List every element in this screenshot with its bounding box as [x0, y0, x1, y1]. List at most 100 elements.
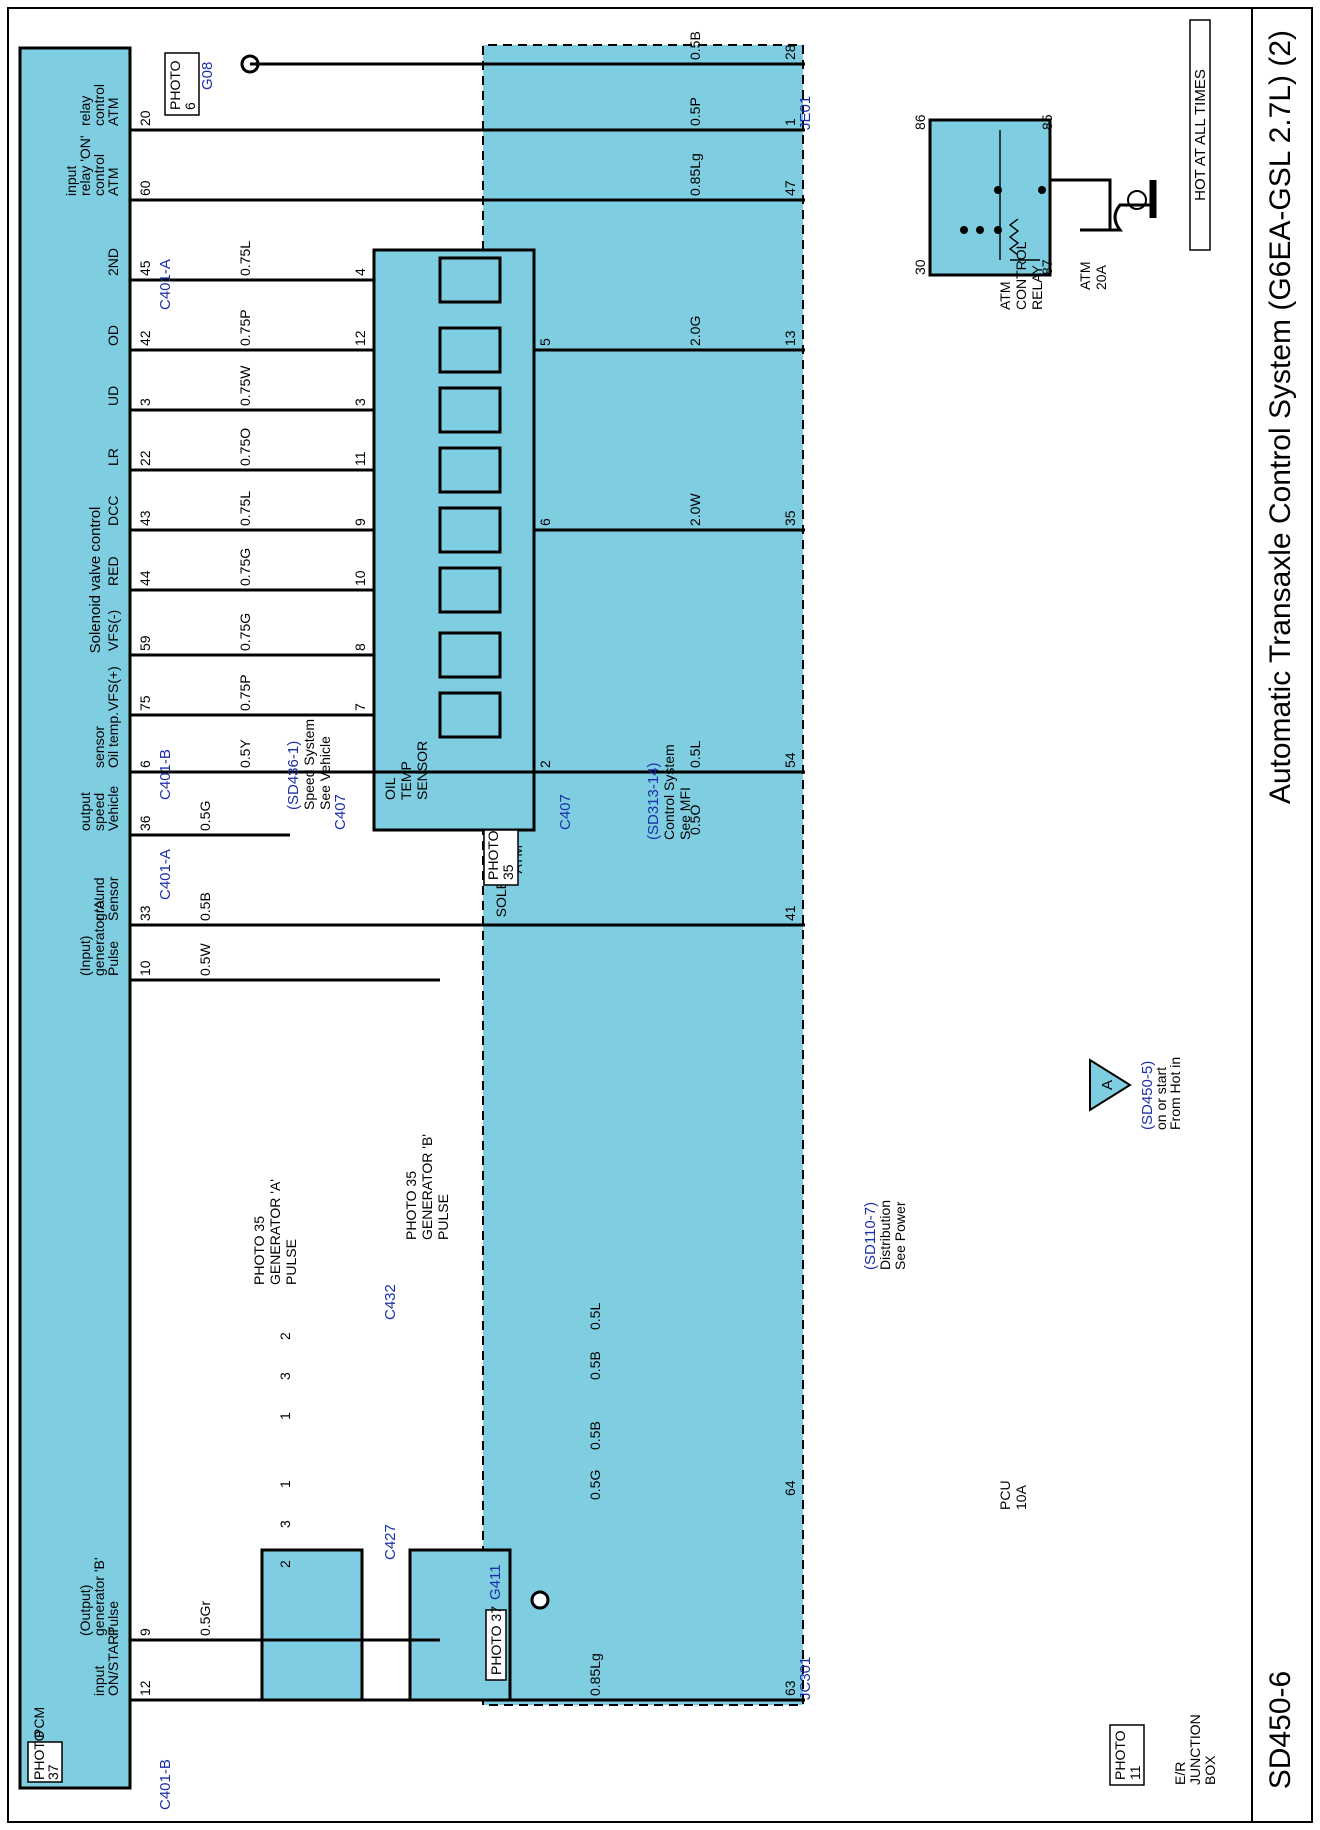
wire-label: 0.75G: [237, 613, 253, 651]
pcm-func-pga: Pulse: [105, 941, 121, 976]
wire-label: 0.75L: [237, 491, 253, 526]
wire-label: 0.5B: [587, 1351, 603, 1380]
pcm-conn-b2: C401-B: [157, 1759, 174, 1810]
power-ref-code: (SD110-7): [862, 1202, 879, 1270]
solenoid-coil: [438, 506, 502, 554]
wire-label: 0.5L: [687, 741, 703, 768]
pcu-fuse-1: PCU: [997, 1480, 1013, 1510]
wire-label: 0.75G: [237, 548, 253, 586]
solenoid-conn-c407-top: C407: [557, 794, 574, 830]
pcm-pin: 9: [137, 1628, 153, 1636]
pcm-func-label: RED: [105, 556, 121, 586]
pcm-func-label: DCC: [105, 496, 121, 526]
wire-label: 2.0W: [687, 493, 703, 526]
jb-pin: 1: [782, 118, 798, 126]
pcm-func-atm-relay: relay: [77, 96, 93, 126]
solenoid-common-pin: 2: [537, 760, 553, 768]
solenoid-pin: 8: [352, 643, 368, 651]
page-title: Automatic Transaxle Control System (G6EA…: [1264, 30, 1297, 804]
wire-label: 0.5Y: [237, 739, 253, 768]
hot-in-marker: [1089, 1058, 1132, 1112]
pcm-pin: 44: [137, 570, 153, 586]
solenoid-group-label: Solenoid valve control: [87, 507, 104, 654]
oil-temp-sensor-1: OIL: [382, 777, 398, 800]
pulse-b-pin: 1: [277, 1412, 293, 1420]
oil-temp-sensor-2: TEMP: [398, 761, 414, 800]
pcm-func-onstart: ON/START: [105, 1626, 121, 1696]
solenoid-common-pin: 6: [537, 518, 553, 526]
hot-label-box: [1189, 19, 1211, 251]
solenoid-coil: [438, 326, 502, 374]
pulse-b-label-2: GENERATOR 'B': [419, 1134, 435, 1240]
outer-frame: [7, 7, 1313, 1823]
pcm-pin: 75: [137, 695, 153, 711]
pcm-conn-b: C401-B: [157, 749, 174, 800]
pcm-func-label: LR: [105, 448, 121, 466]
solenoid-coil: [438, 256, 502, 304]
relay-label-1: ATM: [997, 281, 1013, 310]
hot-label: HOT AT ALL TIMES: [1192, 69, 1209, 201]
pcm-name: PCM: [31, 1707, 47, 1738]
mfi-ref-code: (SD313-14): [645, 762, 662, 840]
pcm-func-atm-relay-on: control: [91, 154, 107, 196]
solenoid-photo: PHOTO: [485, 830, 501, 880]
relay-pin-85: 85: [1039, 114, 1055, 130]
pulse-a-label-2: GENERATOR 'A': [267, 1179, 283, 1285]
solenoid-coil: [438, 691, 502, 739]
pcm-func-onstart: input: [91, 1666, 107, 1696]
vss-ref-code: (SD436-1): [285, 741, 302, 810]
pcm-pin: 12: [137, 1680, 153, 1696]
relay-label-3: RELAY: [1029, 264, 1045, 310]
solenoid-common-pin: 5: [537, 338, 553, 346]
jb-photo: PHOTO: [1112, 1730, 1128, 1780]
ground-g411-label: G411: [487, 1564, 504, 1600]
jb-name-1: E/R: [1172, 1762, 1188, 1785]
pcm-func-pgb: generator 'B': [91, 1557, 107, 1636]
pcm-pin: 36: [137, 815, 153, 831]
pcm-func-sg: Sensor: [105, 876, 121, 921]
wire-label: 0.5Gr: [197, 1601, 213, 1636]
pcm-func-oil: sensor: [91, 726, 107, 768]
pulse-generator-a: [260, 1548, 364, 1702]
wire-label: 0.75L: [237, 241, 253, 276]
pcm-pin: 33: [137, 905, 153, 921]
hot-in-ref: (SD450-5): [1139, 1061, 1156, 1130]
wire-label: 0.75P: [237, 674, 253, 711]
pcm-func-label: UD: [105, 386, 121, 406]
pcm-pin: 45: [137, 260, 153, 276]
wire-label: 0.75P: [237, 309, 253, 346]
solenoid-coil: [438, 446, 502, 494]
jb-pin: 64: [782, 1480, 798, 1496]
pcm-func-vss: Vehicle: [105, 786, 121, 831]
pcm-func-pgb: (Output): [77, 1585, 93, 1636]
pcm-photo-box: [27, 1741, 63, 1783]
relay-coil: [999, 130, 1040, 261]
pcm-func-atm-relay-on: ATM: [105, 167, 121, 196]
pcm-func-sg: ground: [91, 877, 107, 921]
pcm-func-atm-relay-on: relay 'ON': [77, 135, 93, 196]
pcm-func-atm-relay: control: [91, 84, 107, 126]
pulse-a-pin: 1: [277, 1480, 293, 1488]
wire-label: 0.5B: [197, 892, 213, 921]
pcm-conn-a2: C401-A: [157, 849, 174, 900]
pulse-a-pin: 3: [277, 1520, 293, 1528]
relay-contact-dot: [960, 226, 968, 234]
g411-photo-box: [485, 1609, 507, 1681]
pulse-b-pin: 2: [277, 1332, 293, 1340]
jb-pin: 28: [782, 44, 798, 60]
wire-label: 0.5G: [197, 801, 213, 831]
solenoid-pin: 4: [352, 268, 368, 276]
relay-contact-dot: [1038, 186, 1046, 194]
pcm-func-oil: Oil temp.: [105, 712, 121, 768]
jb-pin: 13: [782, 330, 798, 346]
wire-label: 0.5P: [687, 97, 703, 126]
pcm-photo: PHOTO: [31, 1730, 47, 1780]
fuse-atm-label-1: ATM: [1077, 261, 1093, 290]
vss-ref-1: See Vehicle: [317, 736, 333, 810]
mfi-ref-2: Control System: [661, 744, 677, 840]
pcm-func-atm-relay-on: input: [63, 166, 79, 196]
